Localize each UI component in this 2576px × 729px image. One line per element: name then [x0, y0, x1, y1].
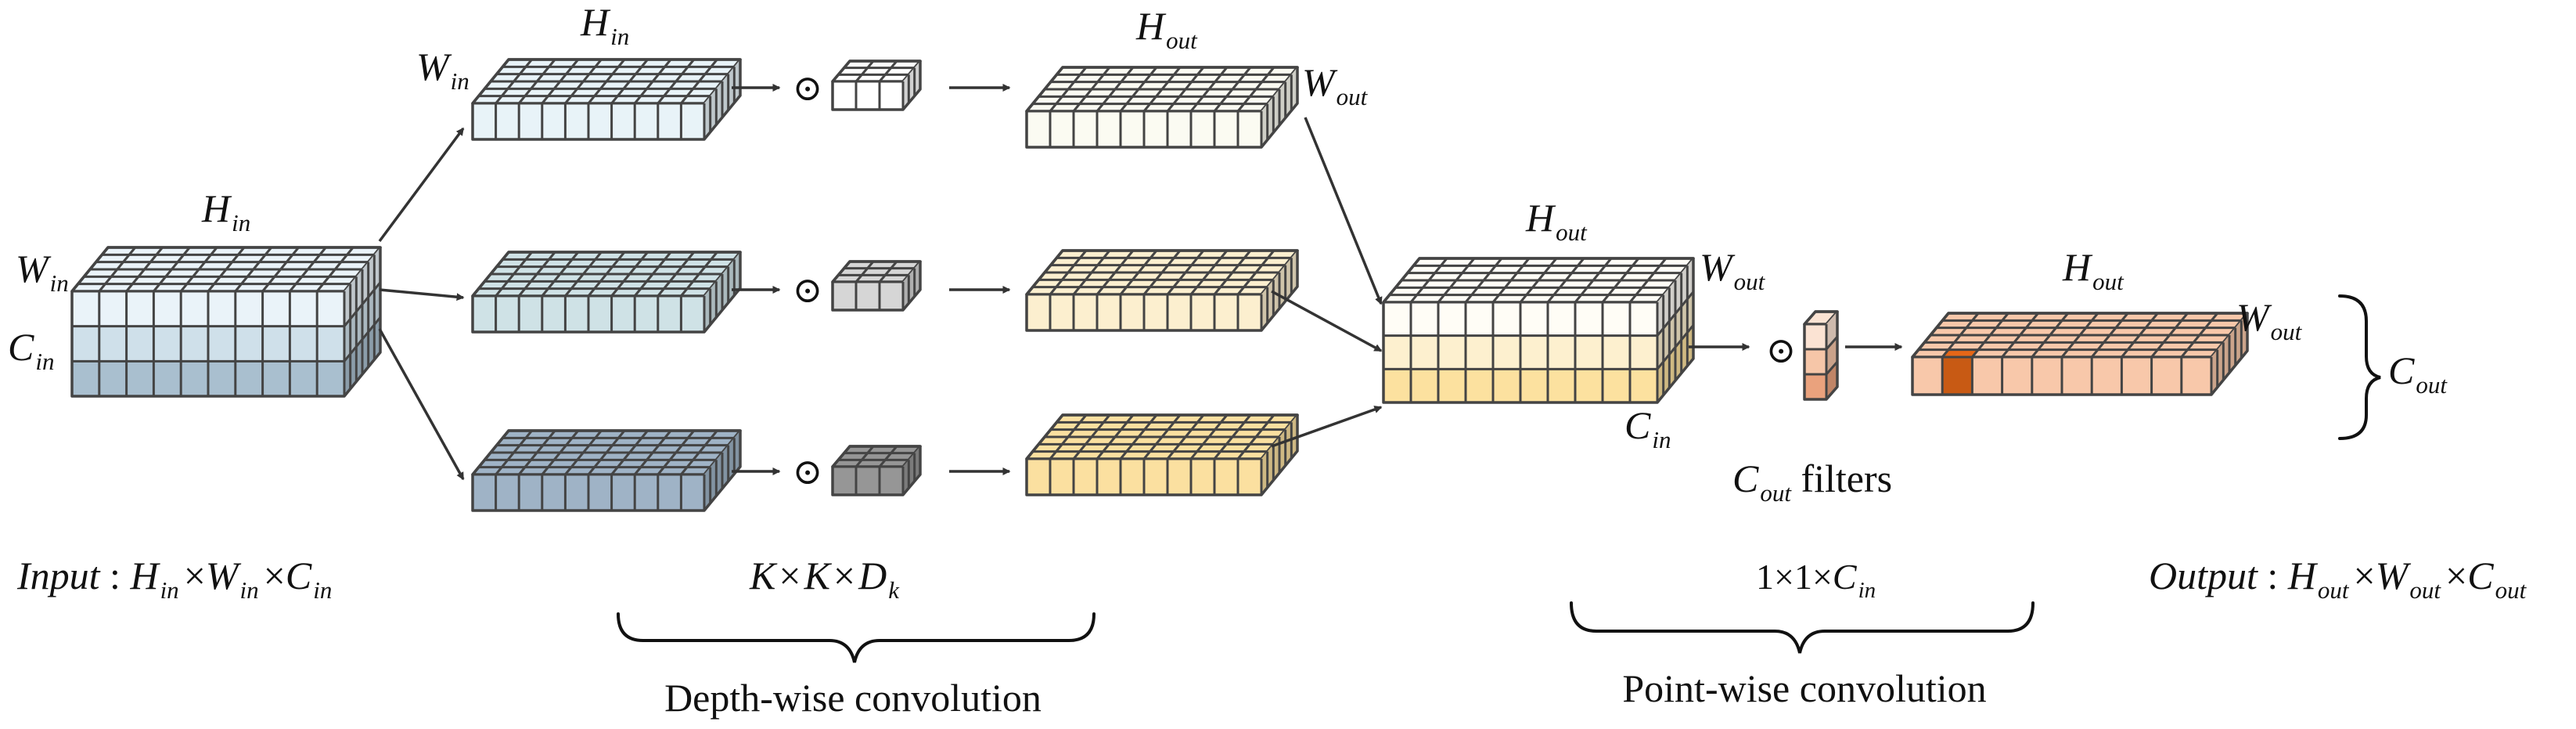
box-outline	[471, 429, 742, 512]
elementwise-operators: ⊙ ⊙ ⊙ ⊙	[793, 68, 1797, 492]
side-face-layer	[903, 61, 920, 110]
box-outline	[831, 60, 922, 111]
depthwise-output-1-box	[1025, 66, 1299, 149]
depthwise-output-3-box	[1025, 413, 1299, 496]
side-face-layer	[903, 446, 920, 495]
bottom-formulas: Input : Hin×Win×Cin K×K×Dk 1×1×Cin Outpu…	[16, 554, 2527, 604]
box-outline	[1803, 310, 1839, 401]
front-face-layer	[833, 282, 903, 310]
depthwise-channel-3-box	[471, 429, 742, 512]
grid-line	[854, 446, 875, 467]
grid-line	[343, 281, 382, 327]
odot-operator-1: ⊙	[793, 68, 823, 108]
label-h-out-stack: Hout	[1525, 196, 1588, 246]
label-h-out-o1: Hout	[1135, 4, 1198, 54]
arrow-input-to-dw3	[378, 328, 465, 481]
arrow-input-to-dw2	[379, 288, 465, 301]
depthwise-kernel-3-box	[831, 445, 922, 496]
label-w-out-stack: Wout	[1700, 245, 1766, 295]
flow-arrows	[378, 84, 1903, 481]
highlighted-cell	[1942, 357, 1973, 395]
depthwise-convolution-title: Depth-wise convolution	[664, 676, 1042, 720]
depthwise-kernel-1-box	[831, 60, 922, 111]
front-face-layer	[1804, 324, 1826, 349]
box-outline	[70, 246, 382, 398]
pointwise-formula: 1×1×Cin	[1756, 557, 1876, 603]
kernel-formula: K×K×Dk	[749, 554, 900, 604]
depthwise-output-2-box	[1025, 249, 1299, 332]
label-c-in-stack: Cin	[1624, 403, 1671, 453]
label-w-out-output: Wout	[2236, 295, 2303, 345]
depthwise-channel-2-box	[471, 251, 742, 334]
arrow-out1-to-stack	[1304, 117, 1383, 305]
odot-operator-2: ⊙	[793, 270, 823, 310]
grid-line	[878, 60, 898, 82]
side-face-layer	[903, 262, 920, 310]
output-formula: Output : Hout×Wout×Cout	[2149, 554, 2527, 604]
grid-line	[1656, 324, 1695, 370]
input-formula: Input : Hin×Win×Cin	[16, 554, 332, 604]
box-outline	[1025, 66, 1299, 149]
box-outline	[1382, 257, 1695, 404]
odot-operator-4: ⊙	[1766, 330, 1797, 370]
box-outline	[471, 251, 742, 334]
grid-line	[1656, 291, 1695, 337]
grid-line	[854, 261, 875, 283]
depthwise-kernel-2-box	[831, 260, 922, 312]
label-h-out-output: Hout	[2062, 245, 2124, 295]
grid-line	[878, 446, 898, 467]
front-face-layer	[833, 81, 903, 110]
output-tensor-box	[1911, 312, 2249, 396]
arrow-out2-to-stack	[1271, 290, 1383, 352]
grid-line	[878, 261, 898, 283]
grid-line	[1825, 361, 1839, 375]
box-outline	[831, 260, 922, 312]
label-h-in-input: Hin	[201, 186, 250, 236]
box-outline	[1911, 312, 2249, 396]
stacked-depthwise-output-box	[1382, 257, 1695, 404]
box-outline	[1025, 413, 1299, 496]
label-w-out-o1: Wout	[1302, 60, 1369, 110]
grid-line	[1825, 336, 1839, 350]
box-outline	[1025, 249, 1299, 332]
dimension-labels: Hin Win Cin Hin Win Hout Wout Hout Wout …	[8, 0, 2448, 507]
grid-line	[343, 316, 382, 363]
front-face-layer	[833, 467, 903, 495]
label-cout-filters: Cout filters	[1732, 457, 1892, 507]
grid-line	[854, 60, 875, 82]
front-face-layer	[1804, 349, 1826, 374]
front-face-layer	[1804, 374, 1826, 399]
c-out-brace	[2338, 294, 2381, 440]
input-tensor-box	[70, 246, 382, 398]
label-w-in-input: Win	[16, 247, 69, 297]
arrow-out3-to-stack	[1271, 406, 1383, 448]
arrow-input-to-dw1	[378, 127, 465, 243]
highlighted-cell-top	[1942, 349, 1979, 357]
box-outline	[471, 58, 742, 141]
pointwise-brace	[1570, 601, 2035, 654]
depthwise-brace	[617, 612, 1096, 663]
pointwise-filter-box	[1803, 310, 1839, 401]
label-h-in-dw1: Hin	[580, 0, 629, 50]
label-w-in-dw1: Win	[416, 45, 470, 95]
box-outline	[831, 445, 922, 496]
label-c-out-output: Cout	[2388, 348, 2448, 399]
label-c-in-input: Cin	[8, 325, 54, 375]
pointwise-convolution-title: Point-wise convolution	[1622, 666, 1986, 710]
depthwise-channel-1-box	[471, 58, 742, 141]
odot-operator-3: ⊙	[793, 452, 823, 492]
